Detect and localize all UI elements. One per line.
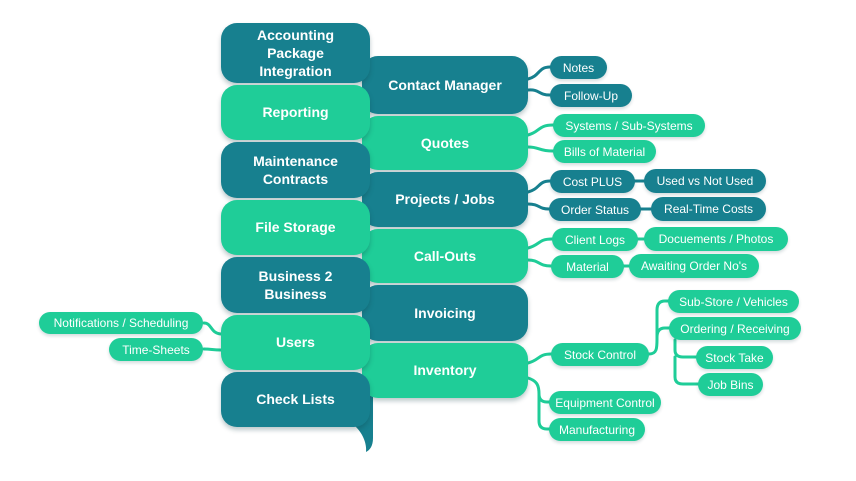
leaf-label: Follow-Up bbox=[563, 88, 618, 103]
node-users: Users bbox=[221, 315, 370, 370]
leaf-label: Material bbox=[566, 259, 609, 274]
leaf-label: Equipment Control bbox=[555, 395, 655, 410]
leaf-manufacturing: Manufacturing bbox=[549, 418, 645, 441]
leaf-job-bins: Job Bins bbox=[698, 373, 763, 396]
node-label: Inventory bbox=[413, 362, 477, 379]
leaf-label: Time-Sheets bbox=[122, 342, 190, 357]
leaf-systems-sub-systems: Systems / Sub-Systems bbox=[553, 114, 705, 137]
leaf-sub-store-vehicles: Sub-Store / Vehicles bbox=[668, 290, 799, 313]
node-accounting-package-integration: Accounting Package Integration bbox=[221, 23, 370, 83]
leaf-label: Systems / Sub-Systems bbox=[565, 118, 693, 133]
leaf-label: Ordering / Receiving bbox=[680, 321, 790, 336]
node-invoicing: Invoicing bbox=[362, 285, 528, 341]
leaf-label: Docuements / Photos bbox=[658, 232, 774, 246]
leaf-label: Sub-Store / Vehicles bbox=[679, 294, 788, 309]
node-label: Check Lists bbox=[256, 391, 335, 408]
node-label: File Storage bbox=[255, 219, 336, 236]
node-label: Maintenance Contracts bbox=[253, 152, 338, 187]
green-connectors bbox=[202, 123, 701, 431]
leaf-label: Job Bins bbox=[707, 377, 754, 392]
node-label: Call-Outs bbox=[413, 247, 477, 264]
leaf-documents-photos: Docuements / Photos bbox=[644, 227, 788, 251]
leaf-awaiting-order-nos: Awaiting Order No's bbox=[629, 254, 759, 278]
node-business-2-business: Business 2 Business bbox=[221, 257, 370, 313]
leaf-label: Cost PLUS bbox=[562, 174, 623, 189]
leaf-label: Notes bbox=[562, 60, 595, 75]
leaf-stock-take: Stock Take bbox=[696, 346, 773, 369]
node-file-storage: File Storage bbox=[221, 200, 370, 255]
node-label: Projects / Jobs bbox=[395, 191, 495, 208]
leaf-label: Notifications / Scheduling bbox=[53, 316, 189, 330]
leaf-cost-plus: Cost PLUS bbox=[550, 170, 635, 193]
leaf-label: Order Status bbox=[560, 202, 630, 217]
leaf-time-sheets: Time-Sheets bbox=[109, 338, 203, 361]
leaf-stock-control: Stock Control bbox=[551, 343, 649, 366]
node-label: Users bbox=[276, 334, 315, 351]
node-label: Accounting Package Integration bbox=[257, 26, 334, 80]
leaf-label: Bills of Material bbox=[563, 144, 646, 159]
node-quotes: Quotes bbox=[362, 116, 528, 170]
leaf-follow-up: Follow-Up bbox=[550, 84, 632, 107]
leaf-label: Manufacturing bbox=[558, 422, 636, 437]
node-projects-jobs: Projects / Jobs bbox=[362, 172, 528, 227]
leaf-label: Stock Control bbox=[563, 347, 637, 362]
node-maintenance-contracts: Maintenance Contracts bbox=[221, 142, 370, 198]
leaf-used-vs-not-used: Used vs Not Used bbox=[644, 169, 766, 193]
node-check-lists: Check Lists bbox=[221, 372, 370, 427]
node-label: Invoicing bbox=[414, 304, 476, 321]
leaf-label: Stock Take bbox=[705, 350, 764, 365]
leaf-notifications-scheduling: Notifications / Scheduling bbox=[39, 312, 203, 334]
node-label: Reporting bbox=[262, 104, 329, 121]
node-label: Contact Manager bbox=[388, 76, 502, 93]
node-label: Quotes bbox=[420, 134, 470, 151]
leaf-real-time-costs: Real-Time Costs bbox=[651, 197, 766, 221]
leaf-order-status: Order Status bbox=[549, 198, 641, 221]
leaf-bills-of-material: Bills of Material bbox=[553, 140, 656, 163]
leaf-label: Awaiting Order No's bbox=[640, 259, 748, 273]
leaf-ordering-receiving: Ordering / Receiving bbox=[669, 317, 801, 340]
leaf-client-logs: Client Logs bbox=[552, 228, 638, 251]
node-reporting: Reporting bbox=[221, 85, 370, 140]
node-call-outs: Call-Outs bbox=[362, 229, 528, 283]
node-contact-manager: Contact Manager bbox=[362, 56, 528, 114]
leaf-label: Client Logs bbox=[564, 232, 626, 247]
leaf-label: Real-Time Costs bbox=[664, 202, 753, 216]
leaf-notes: Notes bbox=[550, 56, 607, 79]
node-inventory: Inventory bbox=[362, 343, 528, 398]
leaf-equipment-control: Equipment Control bbox=[549, 391, 661, 414]
leaf-label: Used vs Not Used bbox=[656, 174, 754, 188]
leaf-material: Material bbox=[551, 255, 624, 278]
node-label: Business 2 Business bbox=[258, 267, 333, 302]
